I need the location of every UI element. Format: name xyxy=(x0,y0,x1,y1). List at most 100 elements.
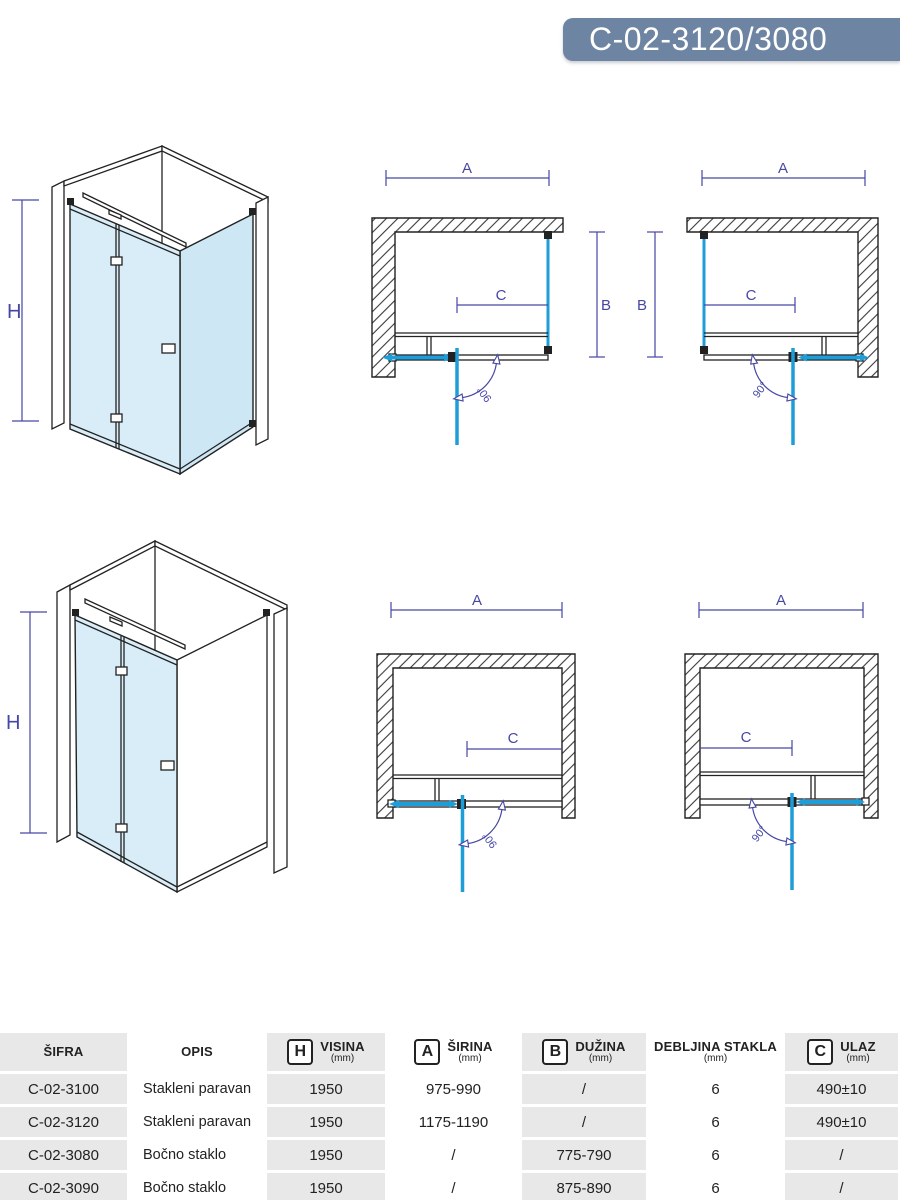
dim-label-angle: 90° xyxy=(751,380,771,401)
dim-label-depth: B xyxy=(637,297,647,314)
cell-visina: 1950 xyxy=(267,1173,385,1200)
cell-sifra: C-02-3100 xyxy=(0,1074,127,1104)
wall-hatch xyxy=(371,217,564,378)
iso-view-bottom: H xyxy=(6,539,288,894)
col-unit: (mm) xyxy=(588,1052,613,1064)
dim-label-width: A xyxy=(776,592,786,609)
cell-ulaz: 490±10 xyxy=(785,1107,898,1137)
cell-opis: Stakleni paravan xyxy=(131,1107,263,1137)
dim-label-depth: B xyxy=(601,297,611,314)
col-unit: (mm) xyxy=(703,1052,728,1064)
side-panel xyxy=(176,609,270,894)
b-dimension: B xyxy=(589,231,611,358)
iso-view-top: H xyxy=(7,144,269,476)
dim-label-height: H xyxy=(6,712,20,734)
cell-opis: Bočno staklo xyxy=(131,1140,263,1170)
door-swing: 90° xyxy=(389,795,507,892)
cell-sifra: C-02-3120 xyxy=(0,1107,127,1137)
dim-label-entry: C xyxy=(741,729,752,746)
door-swing: 90° xyxy=(382,348,501,445)
col-title: ULAZ xyxy=(840,1038,876,1054)
col-header-opis: OPIS xyxy=(131,1033,263,1071)
cell-duzina: 775-790 xyxy=(522,1140,646,1170)
cell-opis: Stakleni paravan xyxy=(131,1074,263,1104)
cell-duzina: 875-890 xyxy=(522,1173,646,1200)
col-title: DEBLJINA STAKLA xyxy=(654,1038,777,1054)
glass-door-panel xyxy=(72,609,178,894)
plan-view-corner-left: A B C xyxy=(371,160,611,445)
c-dimension: C xyxy=(466,730,562,757)
side-glass-panel xyxy=(179,208,256,476)
dim-label-entry: C xyxy=(746,287,757,304)
cell-debljina: 6 xyxy=(650,1107,781,1137)
wall-hatch xyxy=(686,217,879,378)
h-dimension: H xyxy=(6,611,47,834)
col-title: ŠIFRA xyxy=(43,1044,84,1060)
dim-label-entry: C xyxy=(496,287,507,304)
a-dimension: A xyxy=(701,160,866,186)
dim-label-angle: 90° xyxy=(750,824,770,845)
col-header-duzina: B DUŽINA (mm) xyxy=(522,1033,646,1071)
cell-debljina: 6 xyxy=(650,1074,781,1104)
col-header-visina: H VISINA (mm) xyxy=(267,1033,385,1071)
room-walls xyxy=(56,539,288,875)
cell-debljina: 6 xyxy=(650,1140,781,1170)
cell-ulaz: / xyxy=(785,1140,898,1170)
room-walls xyxy=(51,144,269,447)
col-title: DUŽINA xyxy=(575,1038,626,1054)
cell-ulaz: 490±10 xyxy=(785,1074,898,1104)
cell-opis: Bočno staklo xyxy=(131,1173,263,1200)
wall-hatch xyxy=(376,653,576,819)
hinge-top xyxy=(115,666,128,676)
b-dimension: B xyxy=(637,231,663,358)
wall-hatch xyxy=(684,653,879,819)
side-glass-line xyxy=(700,231,708,354)
cell-debljina: 6 xyxy=(650,1173,781,1200)
fixed-glass-plan xyxy=(703,332,864,362)
c-dimension: C xyxy=(456,287,548,313)
cell-visina: 1950 xyxy=(267,1107,385,1137)
side-glass-line xyxy=(544,231,552,354)
door-handle xyxy=(160,760,175,771)
door-swing: 90° xyxy=(750,348,869,445)
a-dimension: A xyxy=(698,592,864,618)
cell-duzina: / xyxy=(522,1107,646,1137)
letter-box-a: A xyxy=(414,1039,441,1065)
spec-table: ŠIFRA OPIS H VISINA (mm) A ŠIRINA (mm) B… xyxy=(0,1033,898,1200)
cell-visina: 1950 xyxy=(267,1140,385,1170)
dim-label-angle: 90° xyxy=(475,384,495,405)
c-dimension: C xyxy=(700,729,793,756)
letter-box-b: B xyxy=(542,1039,569,1065)
hinge-top xyxy=(110,256,123,266)
hinge-bottom xyxy=(110,413,123,423)
cell-sirina: 975-990 xyxy=(389,1074,518,1104)
col-header-ulaz: C ULAZ (mm) xyxy=(785,1033,898,1071)
cell-sirina: / xyxy=(389,1173,518,1200)
door-swing: 90° xyxy=(748,793,865,890)
door-handle xyxy=(161,343,176,354)
letter-box-h: H xyxy=(287,1039,314,1065)
col-header-sifra: ŠIFRA xyxy=(0,1033,127,1071)
glass-door-panel xyxy=(67,198,181,476)
dim-label-entry: C xyxy=(508,730,519,747)
cell-duzina: / xyxy=(522,1074,646,1104)
cell-sifra: C-02-3080 xyxy=(0,1140,127,1170)
h-dimension: H xyxy=(7,199,39,422)
col-header-debljina: DEBLJINA STAKLA (mm) xyxy=(650,1033,781,1071)
product-code-text: C-02-3120/3080 xyxy=(589,21,828,57)
dim-label-angle: 90° xyxy=(480,830,500,851)
cell-sirina: 1175-1190 xyxy=(389,1107,518,1137)
hinge-bottom xyxy=(115,823,128,833)
plan-view-niche-left: A C 90° xyxy=(376,592,576,892)
cell-ulaz: / xyxy=(785,1173,898,1200)
cell-sirina: / xyxy=(389,1140,518,1170)
top-support-bar xyxy=(84,597,186,651)
col-unit: (mm) xyxy=(458,1052,482,1064)
col-title: VISINA xyxy=(320,1038,365,1054)
cell-visina: 1950 xyxy=(267,1074,385,1104)
a-dimension: A xyxy=(390,592,563,618)
dim-label-width: A xyxy=(778,160,788,177)
col-unit: (mm) xyxy=(846,1052,870,1064)
col-header-sirina: A ŠIRINA (mm) xyxy=(389,1033,518,1071)
